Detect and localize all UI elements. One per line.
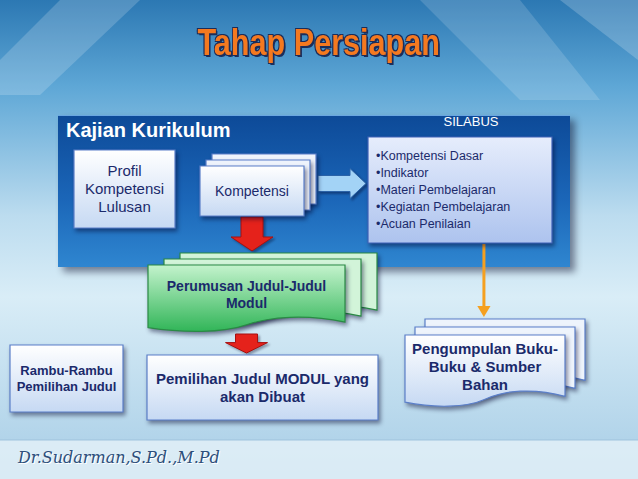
light-streak [0, 0, 140, 95]
box-face: Profil Kompetensi Lulusan [74, 150, 175, 228]
syllabus-item: •Kompetensi Dasar [374, 148, 546, 165]
arrow-line [477, 244, 490, 317]
outline-path [10, 345, 123, 412]
syllabus-item: •Indikator [374, 165, 546, 182]
syllabus-item: •Acuan Penilaian [374, 216, 546, 233]
box-label: Pengumpulan Buku-Buku & Sumber Bahan [411, 340, 559, 394]
syllabus-box: •Kompetensi Dasar•Indikator•Materi Pembe… [368, 137, 552, 243]
box-face: Pemilihan Judul MODUL yang akan Dibuat [147, 355, 378, 420]
outline-path [200, 166, 304, 216]
box-face: •Kompetensi Dasar•Indikator•Materi Pembe… [368, 137, 552, 243]
box-label: Perumusan Judul-Judul Modul [154, 278, 339, 312]
light-streak [420, 0, 600, 100]
block-arrow [226, 334, 268, 353]
box-label: Pemilihan Judul MODUL yang akan Dibuat [153, 370, 372, 406]
box-face: Kompetensi [200, 166, 304, 216]
arrow-shaft [482, 244, 485, 308]
box-label: Profil Kompetensi Lulusan [80, 162, 169, 216]
syllabus-item: •Kegiatan Pembelajaran [374, 199, 546, 216]
guideline-box: Rambu-Rambu Pemilihan Judul [10, 345, 123, 412]
slide-title: Tahap Persiapan [198, 22, 441, 64]
author-signature: Dr.Sudarman,S.Pd.,M.Pd [18, 448, 220, 468]
title-wrap: Tahap Persiapan [0, 22, 638, 64]
box-label: Kompetensi [206, 183, 298, 200]
outline-path [147, 355, 378, 420]
curriculum-panel: Kajian KurikulumProfil Kompetensi Lulusa… [58, 115, 570, 267]
block-arrow [231, 217, 273, 251]
competence-stack: Kompetensi [200, 166, 304, 216]
profile-box: Profil Kompetensi Lulusan [74, 150, 175, 228]
syllabus-heading: SILABUS [368, 114, 552, 130]
outline-path [74, 150, 175, 228]
syllabus-item: •Materi Pembelajaran [374, 182, 546, 199]
block-arrow [318, 169, 366, 199]
outline-path [368, 137, 552, 243]
box-label: Rambu-Rambu Pemilihan Judul [16, 363, 117, 395]
footer-rule [0, 440, 638, 441]
outline-path [148, 265, 345, 331]
light-streak [560, 0, 638, 60]
box-face: Rambu-Rambu Pemilihan Judul [10, 345, 123, 412]
box-face: Perumusan Judul-Judul Modul [148, 265, 345, 333]
arrow-head [477, 306, 490, 317]
sources-stack: Pengumpulan Buku-Buku & Sumber Bahan [405, 335, 565, 408]
selection-box: Pemilihan Judul MODUL yang akan Dibuat [147, 355, 378, 420]
outline-path [405, 335, 565, 406]
box-face: Pengumpulan Buku-Buku & Sumber Bahan [405, 335, 565, 408]
footer-band [0, 440, 638, 479]
title-draft-stack: Perumusan Judul-Judul Modul [148, 265, 345, 333]
